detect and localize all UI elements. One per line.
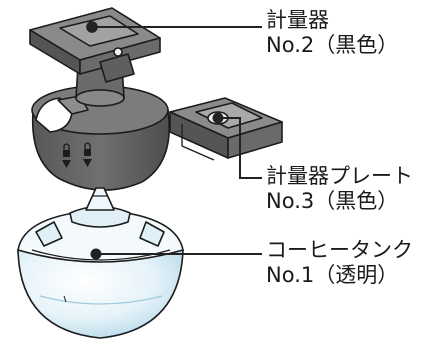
part-name: 計量器 (266, 8, 329, 32)
measuring-plate (169, 97, 283, 161)
measuring-device (29, 7, 170, 191)
leader-lines (86, 21, 262, 260)
callout-line (218, 117, 262, 179)
part-code: No.1（透明） (266, 263, 399, 287)
callout-label-measuring-device: 計量器 No.2（黒色） (266, 8, 398, 58)
part-name: コーヒータンク (266, 238, 413, 262)
coffee-tank (17, 187, 184, 339)
part-name: 計量器プレート (266, 164, 413, 188)
callout-label-measuring-plate: 計量器プレート No.3（黒色） (266, 164, 413, 214)
callout-label-coffee-tank: コーヒータンク No.1（透明） (266, 238, 413, 288)
part-code: No.3（黒色） (266, 189, 399, 213)
part-code: No.2（黒色） (266, 33, 399, 57)
